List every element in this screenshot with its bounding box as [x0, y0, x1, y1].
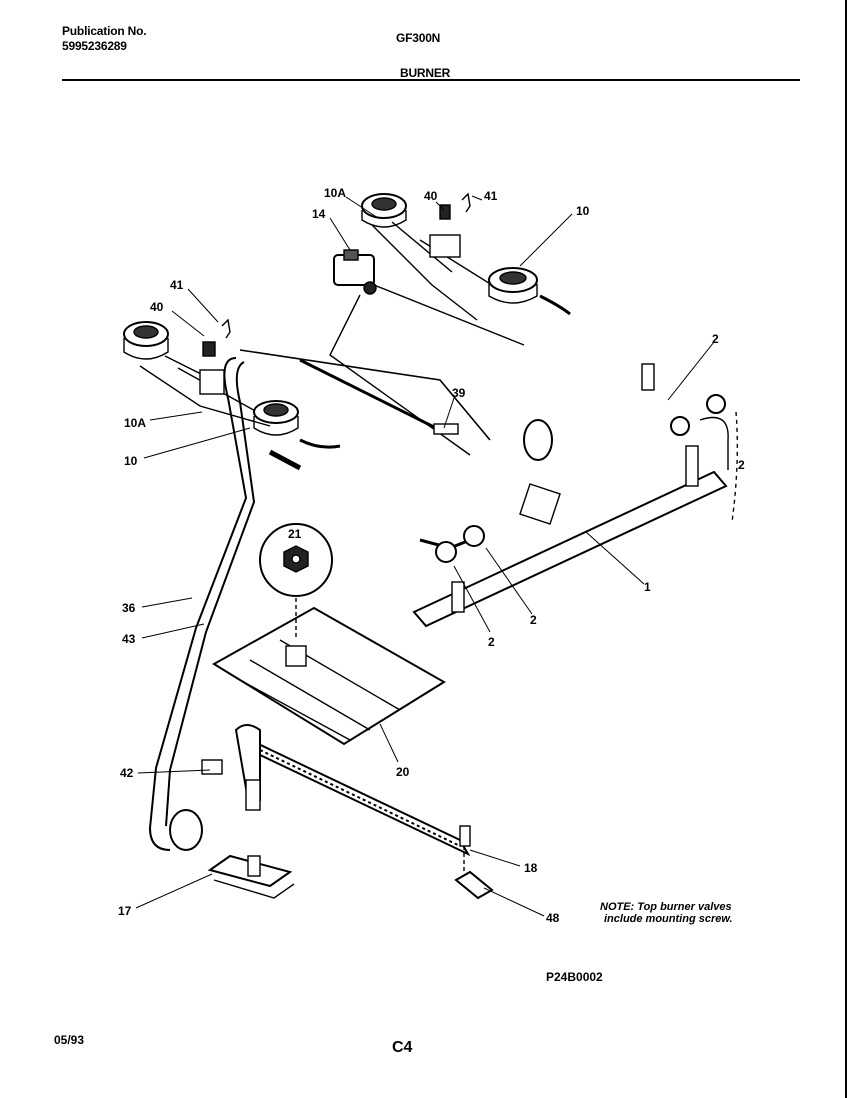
callout-42: 42: [120, 766, 134, 780]
nut-21: [259, 523, 333, 597]
callout-40-top: 40: [424, 189, 438, 203]
rear-burner-assembly: [361, 192, 571, 321]
callout-17: 17: [118, 904, 132, 918]
callout-10a-left: 10A: [124, 416, 147, 430]
publication-number: 5995236289: [62, 39, 127, 53]
callout-2-right: 2: [738, 458, 745, 472]
note-line-1: NOTE: Top burner valves: [600, 901, 732, 913]
note-line-2: include mounting screw.: [604, 913, 733, 925]
bracket-48: [454, 846, 494, 900]
callout-43: 43: [122, 632, 136, 646]
callout-1: 1: [644, 580, 651, 594]
manifold-pipe: [412, 363, 729, 628]
callout-14: 14: [312, 207, 326, 221]
callout-39: 39: [452, 386, 466, 400]
manifold-valves: [419, 394, 726, 563]
callout-2-upper: 2: [712, 332, 719, 346]
callout-41-left: 41: [170, 278, 184, 292]
callout-41-top: 41: [484, 189, 498, 203]
figure-code: P24B0002: [546, 970, 603, 984]
safety-valve-17: [169, 809, 295, 899]
revision-date: 05/93: [54, 1033, 85, 1047]
leader-lines: [135, 195, 715, 917]
callout-10-left: 10: [124, 454, 138, 468]
callout-10-top: 10: [576, 204, 590, 218]
left-burner-assembly: [123, 318, 341, 471]
publication-label: Publication No.: [62, 24, 147, 38]
section-title: BURNER: [400, 66, 451, 80]
model-number: GF300N: [396, 31, 441, 45]
gas-tubing-36-43: [148, 349, 491, 851]
burner-baffle-20: [212, 598, 446, 746]
callout-10a-top: 10A: [324, 186, 347, 200]
callout-2-low: 2: [488, 635, 495, 649]
callout-2-mid: 2: [530, 613, 537, 627]
extension-line-right: [731, 411, 739, 523]
bake-burner-18: [247, 737, 471, 857]
callout-20: 20: [396, 765, 410, 779]
callout-36: 36: [122, 601, 136, 615]
page-number: C4: [392, 1039, 413, 1056]
callout-21: 21: [288, 527, 302, 541]
callout-40-left: 40: [150, 300, 164, 314]
callout-48: 48: [546, 911, 560, 925]
callout-18: 18: [524, 861, 538, 875]
thermostat-line-39: [299, 358, 561, 525]
ignitor-bracket-42: [201, 724, 261, 811]
